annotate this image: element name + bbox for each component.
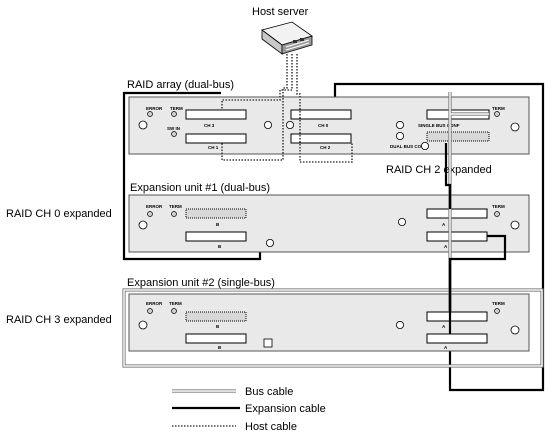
term-led-icon xyxy=(171,111,177,117)
screw-icon xyxy=(138,320,148,330)
host-server-label: Host server xyxy=(252,6,309,18)
screw-icon xyxy=(510,325,520,335)
ch1-label: CH 1 xyxy=(208,145,219,150)
exp-unit1-label: Expansion unit #1 (dual-bus) xyxy=(130,182,270,194)
error-led-icon xyxy=(147,308,153,314)
raid-ch2-to-exp1-a-cable xyxy=(444,143,452,209)
host-to-raid-ch0-cable xyxy=(221,54,293,110)
dual-bus-conf-connector[interactable] xyxy=(426,131,490,142)
dual-bus-conf-label: DUAL BUS CONF xyxy=(390,144,427,149)
host-to-raid-ch2-cable xyxy=(296,54,353,163)
term-label: TERM xyxy=(492,301,505,306)
term-led-icon xyxy=(494,211,500,217)
legend-expansion-cable-label: Expansion cable xyxy=(245,403,326,415)
swin-led-icon xyxy=(171,131,177,137)
b-connector[interactable] xyxy=(185,333,247,344)
error-led-icon xyxy=(147,211,153,217)
exp-unit2-label: Expansion unit #2 (single-bus) xyxy=(127,277,275,289)
ch0-connector[interactable] xyxy=(290,109,352,120)
expansion-unit-1: Expansion unit #1 (dual-bus) ERROR TERM … xyxy=(128,182,530,253)
a-label: A xyxy=(442,222,446,227)
a-terminator-icon xyxy=(397,217,406,226)
term-label: TERM xyxy=(169,204,182,209)
screw-icon xyxy=(138,120,148,130)
raid-ch2-expanded-label: RAID CH 2 expanded xyxy=(386,164,492,176)
error-label: ERROR xyxy=(146,301,163,306)
b-connector[interactable] xyxy=(185,231,247,242)
raid-array: RAID array (dual-bus) ERROR TERM SW IN C… xyxy=(127,79,530,155)
host-to-raid-ch1-cable xyxy=(221,54,288,161)
exp-unit1-panel xyxy=(128,194,530,253)
single-bus-conf-label: SINGLE BUS CONF xyxy=(418,123,460,128)
screw-icon xyxy=(510,122,520,132)
legend-host-cable: Host cable xyxy=(172,421,297,433)
host-server-icon xyxy=(261,21,313,55)
screw-icon xyxy=(510,220,520,230)
a-label: A xyxy=(444,345,448,350)
a-label: A xyxy=(442,324,446,329)
ch3-connector[interactable] xyxy=(185,109,247,120)
raid-ch0-expanded-label: RAID CH 0 expanded xyxy=(6,208,112,220)
exp1-a-to-exp2-a-cable xyxy=(448,234,507,334)
b-label: B xyxy=(216,222,220,227)
term-led-icon xyxy=(494,308,500,314)
ch0-terminator-icon xyxy=(285,121,294,130)
term-label: TERM xyxy=(492,204,505,209)
ch3-terminator-icon xyxy=(263,121,272,130)
ch1-connector[interactable] xyxy=(185,133,247,144)
raid-ch0-expansion-outline xyxy=(122,91,262,261)
error-led-icon xyxy=(147,111,153,117)
b-terminator-icon xyxy=(263,338,273,348)
a-connector[interactable] xyxy=(426,208,488,219)
raid-array-panel xyxy=(128,96,530,155)
b-terminator-icon xyxy=(265,238,274,247)
b-bus-conf-connector[interactable] xyxy=(185,311,247,322)
ch2-connector[interactable] xyxy=(290,133,352,144)
legend: Bus cable Expansion cable Host cable xyxy=(172,386,326,433)
expansion-unit-2: Expansion unit #2 (single-bus) ERROR TER… xyxy=(122,277,544,368)
raid-ch2-expansion-loop xyxy=(333,82,545,392)
screw-icon xyxy=(138,220,148,230)
raid-array-label: RAID array (dual-bus) xyxy=(127,79,234,91)
bus-pin-icon xyxy=(395,121,404,130)
ch2-label: CH 2 xyxy=(320,145,331,150)
a-terminator-icon xyxy=(395,320,404,329)
error-label: ERROR xyxy=(146,106,163,111)
term-led-icon xyxy=(171,308,177,314)
legend-bus-cable-label: Bus cable xyxy=(245,386,293,398)
error-label: ERROR xyxy=(146,204,163,209)
term-led-icon xyxy=(171,211,177,217)
a-connector[interactable] xyxy=(426,333,488,344)
a-connector[interactable] xyxy=(426,231,488,242)
bus-pin-icon xyxy=(395,131,404,140)
legend-expansion-cable: Expansion cable xyxy=(172,403,326,415)
b-label: B xyxy=(216,324,220,329)
a-connector[interactable] xyxy=(426,311,488,322)
term-label: TERM xyxy=(169,301,182,306)
raid-ch3-expanded-label: RAID CH 3 expanded xyxy=(6,314,112,326)
host-server: Host server xyxy=(252,6,313,55)
a-label: A xyxy=(444,244,448,249)
term-led-icon xyxy=(494,111,500,117)
raid-term-right-label: TERM xyxy=(492,106,505,111)
b-label: B xyxy=(218,244,222,249)
term-label: TERM xyxy=(170,106,183,111)
b-bus-conf-connector[interactable] xyxy=(185,208,247,219)
b-label: B xyxy=(218,345,222,350)
legend-host-cable-label: Host cable xyxy=(245,421,297,433)
swin-label: SW IN xyxy=(167,126,180,131)
legend-bus-cable: Bus cable xyxy=(172,386,293,398)
dual-bus-conf-pin-icon xyxy=(420,141,429,150)
ch0-label: CH 0 xyxy=(318,123,329,128)
ch3-label: CH 3 xyxy=(204,123,215,128)
